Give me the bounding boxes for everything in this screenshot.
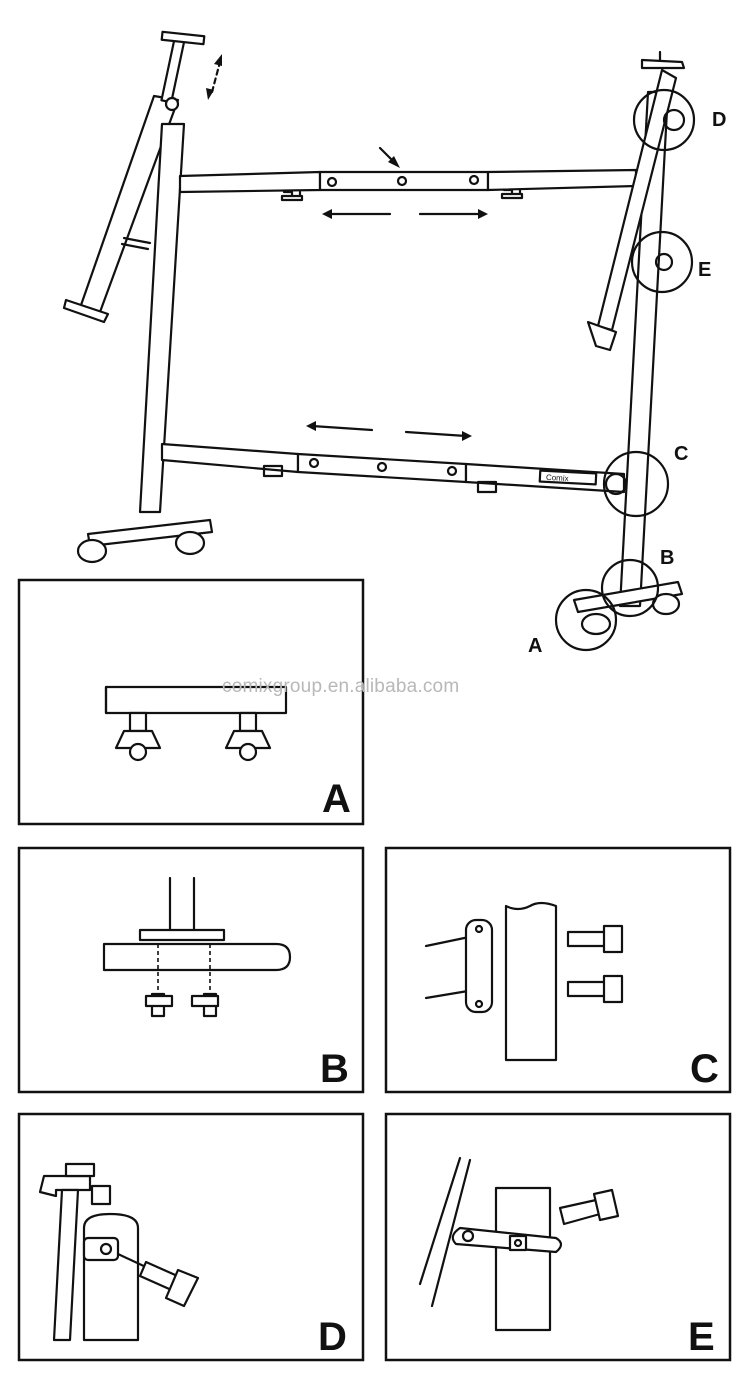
panel-d-front-leg xyxy=(82,1212,140,1342)
easel-frame: Comix xyxy=(62,30,726,657)
panel-d-rear-leg xyxy=(52,1188,80,1342)
callout-a: A xyxy=(528,635,542,657)
right-base-bar xyxy=(572,580,684,614)
panel-e-brace xyxy=(451,1226,563,1254)
left-height-adjuster xyxy=(160,38,186,104)
panel-c-bolt-upper xyxy=(566,930,610,948)
brand-plate xyxy=(538,469,598,486)
left-rear-foot xyxy=(62,298,110,324)
top-crossbar-right xyxy=(486,168,638,192)
detail-panel-b: B xyxy=(17,846,365,1094)
panel-c-bracket xyxy=(464,918,494,1014)
panel-d-top-clamp xyxy=(38,1174,92,1198)
right-rear-foot xyxy=(586,320,618,352)
top-crossbar-left xyxy=(178,170,322,194)
panel-b-bracket xyxy=(138,928,226,942)
panel-b-bolt-left xyxy=(144,994,174,1008)
callout-d: D xyxy=(712,109,726,131)
panel-c-letter: C xyxy=(690,1047,719,1091)
callout-b: B xyxy=(660,547,674,569)
panel-e-letter: E xyxy=(688,1315,715,1359)
panel-d-letter: D xyxy=(318,1315,347,1359)
detail-panel-c: C xyxy=(384,846,732,1094)
watermark: comixgroup.en.alibaba.com xyxy=(222,676,460,697)
detail-circle-d xyxy=(632,88,696,152)
detail-circle-b xyxy=(600,558,660,618)
bottom-crossbar-left xyxy=(160,442,300,474)
panel-a-caster-right xyxy=(224,729,272,750)
detail-panel-e: E xyxy=(384,1112,732,1362)
callout-c: C xyxy=(674,443,688,465)
panel-b-letter: B xyxy=(320,1047,349,1091)
detail-panel-a: A xyxy=(17,578,365,826)
detail-circle-c xyxy=(602,450,670,518)
left-front-leg xyxy=(138,122,186,514)
brand-label: Comix xyxy=(546,473,569,483)
left-top-cap xyxy=(160,30,206,46)
panel-c-leg-tube xyxy=(504,901,558,1062)
detail-panel-d: D xyxy=(17,1112,365,1362)
panel-c-bolt-lower xyxy=(566,980,610,998)
callout-e: E xyxy=(698,259,711,281)
detail-circle-a xyxy=(554,588,618,652)
panel-b-bolt-right xyxy=(190,994,220,1008)
panel-a-letter: A xyxy=(322,777,351,821)
right-top-cap xyxy=(640,58,686,70)
detail-circle-e xyxy=(630,230,694,294)
adjust-arrows xyxy=(206,54,488,441)
panel-d-knob xyxy=(90,1184,112,1206)
panel-e-leg-tube xyxy=(494,1186,552,1332)
panel-b-base-tube xyxy=(102,942,292,972)
panel-a-caster-left xyxy=(114,729,162,750)
